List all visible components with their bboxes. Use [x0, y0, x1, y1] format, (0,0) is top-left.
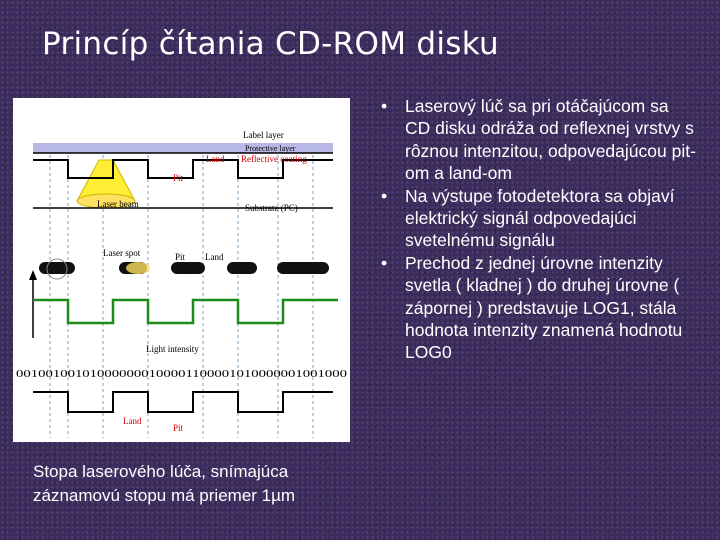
- light-intensity-text: Light intensity: [146, 344, 199, 354]
- label-layer-text: Label layer: [243, 130, 284, 140]
- bullet-item-1: Laserový lúč sa pri otáčajúcom sa CD dis…: [376, 95, 696, 185]
- intensity-axis-arrow: [29, 270, 37, 280]
- laser-spot-glow: [126, 262, 150, 274]
- bullet-item-2: Na výstupe fotodetektora sa objaví elekt…: [376, 185, 696, 252]
- bit-string: 0010010010100000001000011000010100000010…: [16, 369, 347, 380]
- pit-label-2: Pit: [175, 252, 186, 262]
- land-label-1: Land: [206, 154, 225, 164]
- pit-label-1: Pit: [173, 173, 184, 183]
- pit-label-3: Pit: [173, 423, 184, 433]
- bullet-item-3: Prechod z jednej úrovne intenzity svetla…: [376, 252, 696, 364]
- protective-layer: [33, 143, 333, 153]
- substrate-text: Substrate (PC): [245, 203, 298, 213]
- slide-title: Princíp čítania CD-ROM disku: [42, 26, 499, 62]
- protective-layer-text: Protective layer: [245, 144, 296, 153]
- signal-wave: [33, 391, 333, 413]
- laser-spot-text: Laser spot: [103, 248, 141, 258]
- land-label-3: Land: [123, 416, 142, 426]
- pit-marks: [39, 262, 329, 274]
- figure-caption: Stopa laserového lúča, snímajúca záznamo…: [33, 462, 296, 505]
- land-label-2: Land: [205, 252, 224, 262]
- pit-land-profile: [33, 159, 333, 179]
- bullet-list: Laserový lúč sa pri otáčajúcom sa CD dis…: [376, 95, 696, 364]
- reflective-coating-text: Reflective coating: [241, 154, 307, 164]
- laser-beam-text: Laser beam: [97, 199, 139, 209]
- intensity-wave: [33, 298, 338, 325]
- cd-reading-diagram: Label layer Protective layer Land Reflec…: [13, 98, 350, 442]
- laser-spot-circle: [46, 258, 68, 280]
